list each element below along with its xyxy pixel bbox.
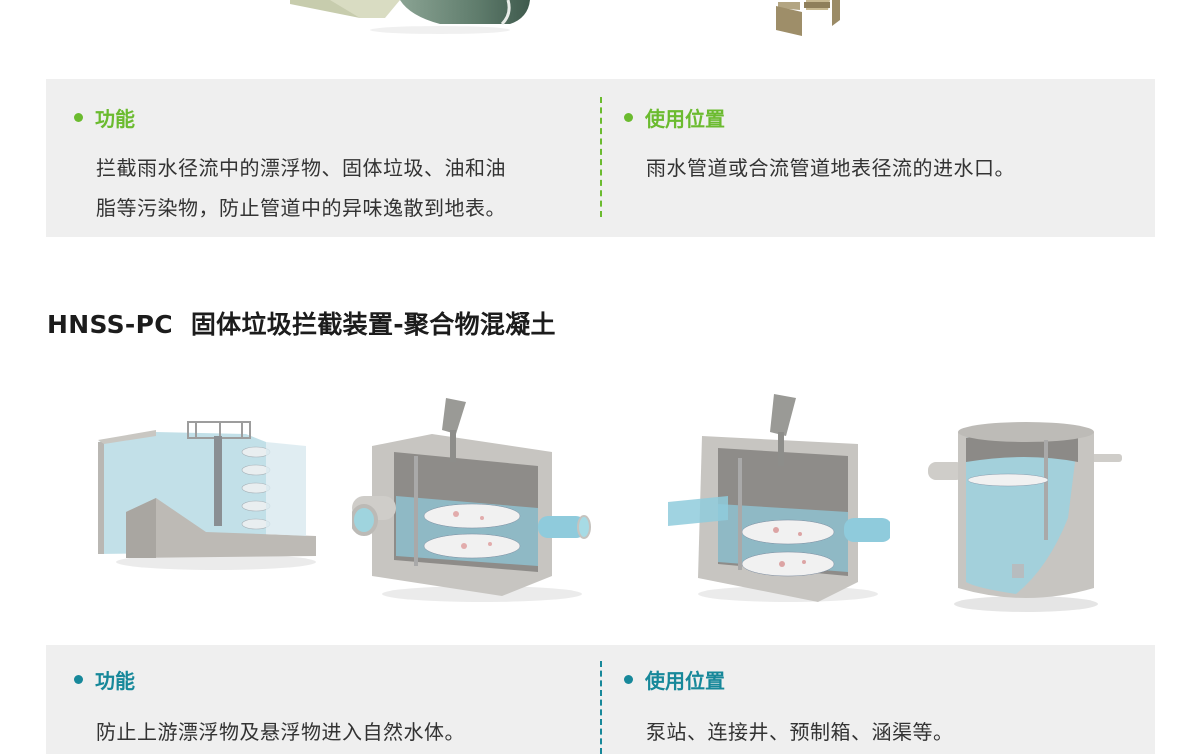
weir-channel-with-screen-image — [96, 412, 318, 572]
section2-location-column: 使用位置 泵站、连接井、预制箱、涵渠等。 — [624, 665, 954, 752]
section1-location-column: 使用位置 雨水管道或合流管道地表径流的进水口。 — [624, 103, 1015, 188]
function-label: 功能 — [95, 107, 135, 131]
function-text-line-2: 脂等污染物，防止管道中的异味逸散到地表。 — [96, 196, 506, 220]
tan-box-parts-product-image — [770, 0, 860, 40]
section2-location-text: 泵站、连接井、预制箱、涵渠等。 — [646, 720, 954, 744]
bullet-dot-icon — [74, 113, 83, 122]
section1-function-heading: 功能 — [74, 103, 506, 132]
cylindrical-manhole-image — [928, 418, 1124, 614]
dashed-divider — [600, 97, 602, 217]
section2-function-text: 防止上游漂浮物及悬浮物进入自然水体。 — [96, 720, 465, 744]
section2-location-heading: 使用位置 — [624, 665, 954, 694]
section2-function-heading: 功能 — [74, 665, 465, 694]
section1-location-heading: 使用位置 — [624, 103, 1015, 132]
bullet-dot-icon — [624, 113, 633, 122]
bullet-dot-icon — [624, 675, 633, 684]
function-text-line-1: 拦截雨水径流中的漂浮物、固体垃圾、油和油 — [96, 156, 506, 180]
section2-info-panel: 功能 防止上游漂浮物及悬浮物进入自然水体。 使用位置 泵站、连接井、预制箱、涵渠… — [46, 645, 1155, 754]
rectangular-tank-with-baskets-image-1 — [350, 396, 592, 606]
section1-function-text: 拦截雨水径流中的漂浮物、固体垃圾、油和油 脂等污染物，防止管道中的异味逸散到地表… — [96, 148, 506, 228]
section1-location-text: 雨水管道或合流管道地表径流的进水口。 — [646, 156, 1015, 180]
section2-function-column: 功能 防止上游漂浮物及悬浮物进入自然水体。 — [74, 665, 465, 752]
location-label: 使用位置 — [645, 107, 725, 131]
dashed-divider — [600, 661, 602, 754]
location-label: 使用位置 — [645, 669, 725, 693]
rectangular-tank-with-baskets-image-2 — [668, 392, 892, 608]
section1-info-panel: 功能 拦截雨水径流中的漂浮物、固体垃圾、油和油 脂等污染物，防止管道中的异味逸散… — [46, 79, 1155, 237]
bullet-dot-icon — [74, 675, 83, 684]
function-label: 功能 — [95, 669, 135, 693]
green-pipe-and-block-product-image — [290, 0, 550, 40]
section2-title: HNSS-PC 固体垃圾拦截装置-聚合物混凝土 — [47, 310, 556, 339]
section1-function-column: 功能 拦截雨水径流中的漂浮物、固体垃圾、油和油 脂等污染物，防止管道中的异味逸散… — [74, 103, 506, 228]
